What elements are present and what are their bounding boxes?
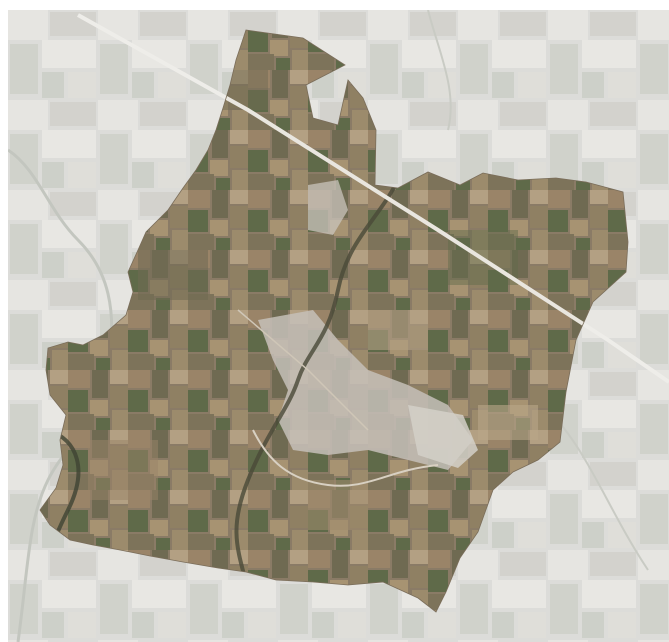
local-road: [252, 429, 439, 487]
river: [234, 179, 400, 591]
town-north: [308, 180, 348, 235]
local-road-2: [237, 309, 369, 431]
region-boundary: [39, 29, 629, 613]
satellite-map: [8, 10, 669, 642]
surrounding-stream-2: [427, 10, 452, 131]
map-view[interactable]: [8, 10, 669, 642]
industrial-zone: [408, 405, 478, 468]
